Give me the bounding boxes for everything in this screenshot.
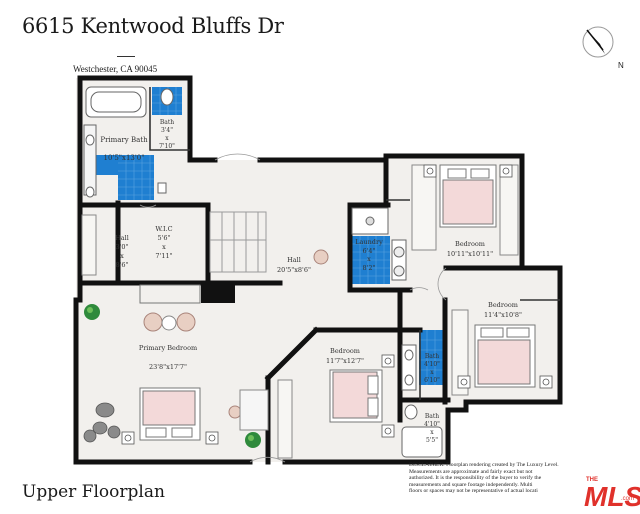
title-divider [117,56,135,57]
room-dims: 8'2" [362,264,375,272]
room-name: Bedroom [455,240,485,248]
room-dims: 3'4" [161,127,173,134]
room-dims: 20'5"x8'6" [277,266,311,274]
staircase [209,211,267,273]
room-dims: 7'11" [155,252,172,260]
room-dims: 8'6" [115,261,128,269]
disclaimer: DISCLAIMER: Floorplan rendering created … [409,462,585,495]
compass-icon: N [582,26,624,70]
disclaimer-line: Measurements are approximate and fairly … [409,468,533,475]
mls-logo-prefix: THE [586,477,598,483]
disclaimer-line: DISCLAIMER: Floorplan rendering created … [409,462,559,468]
room-dims: x [162,243,166,251]
room-dims: x [165,135,169,142]
room-name: Hall [115,234,129,242]
room-name: Laundry [355,238,383,246]
room-dims: 6'10" [424,377,440,384]
room-dims: 6'4" [362,247,375,255]
room-label-hall-center: Hall 20'5"x8'6" [277,256,311,274]
room-label-bath-low: Bath 4'10" x 5'5" [424,413,440,444]
room-dims: 11'4"x10'8" [484,311,522,319]
disclaimer-line: floors or spaces may not be representati… [409,488,538,495]
fixtures [83,86,443,458]
room-labels: Primary Bath 10'5"x13'0" Bath 3'4" x 7'1… [100,119,522,444]
room-label-bedroom-ne: Bedroom 10'11"x10'11" [447,240,493,258]
room-name: Bath [160,119,174,126]
room-dims: 4'10" [424,361,440,368]
compass-north-label: N [618,61,624,70]
room-dims: x [430,369,434,376]
room-label-primary-bath: Primary Bath 10'5"x13'0" [100,136,148,162]
room-dims: 10'5"x13'0" [104,154,145,162]
property-location: Westchester, CA 90045 [73,64,158,74]
room-name: Bath [425,413,439,420]
room-dims: 4'10" [424,421,440,428]
room-label-bedroom-e: Bedroom 11'4"x10'8" [484,301,522,319]
room-label-primary-bedroom: Primary Bedroom 23'8"x17'7" [139,344,197,371]
fireplace [201,285,235,303]
closets [81,164,519,459]
inner-walls [149,87,560,400]
room-name: W.I.C [155,225,172,233]
furniture [83,249,329,448]
room-name: Bedroom [330,347,360,355]
room-dims: 10'11"x10'11" [447,250,493,258]
room-dims: x [120,252,124,260]
room-dims: 3'0" [115,243,128,251]
room-dims: x [430,429,434,436]
tile-grid [118,87,445,385]
mls-logo-suffix: .com [621,496,634,502]
floor-label: Upper Floorplan [22,482,165,502]
room-dims: 5'6" [157,234,170,242]
room-label-bath-top: Bath 3'4" x 7'10" [159,119,175,150]
room-name: Primary Bedroom [139,344,197,352]
room-dims: x [367,255,371,263]
room-label-bath-mid: Bath 4'10" x 6'10" [424,353,440,384]
room-label-wic: W.I.C 5'6" x 7'11" [155,225,172,260]
room-name: Bedroom [488,301,518,309]
disclaimer-line: measurements and square footage independ… [409,481,533,488]
disclaimer-line: authorized. It is the responsibility of … [409,475,542,482]
beds [121,164,553,445]
room-label-hall-left: Hall 3'0" x 8'6" [115,234,129,269]
walls [73,75,563,465]
room-name: Bath [425,353,439,360]
room-label-bedroom-mid: Bedroom 11'7"x12'7" [326,347,364,365]
room-label-laundry: Laundry 6'4" x 8'2" [355,238,383,272]
mls-logo: THE MLS .com [584,477,640,512]
mls-logo-text: MLS [584,481,640,512]
property-address: 6615 Kentwood Bluffs Dr [22,14,284,38]
hearth [139,284,201,304]
room-name: Hall [287,256,301,264]
room-dims: 23'8"x17'7" [149,363,187,371]
door-swings [139,153,447,463]
room-name: Primary Bath [100,136,148,144]
room-dims: 5'5" [426,437,438,444]
room-dims: 11'7"x12'7" [326,357,364,365]
room-dims: 7'10" [159,143,175,150]
